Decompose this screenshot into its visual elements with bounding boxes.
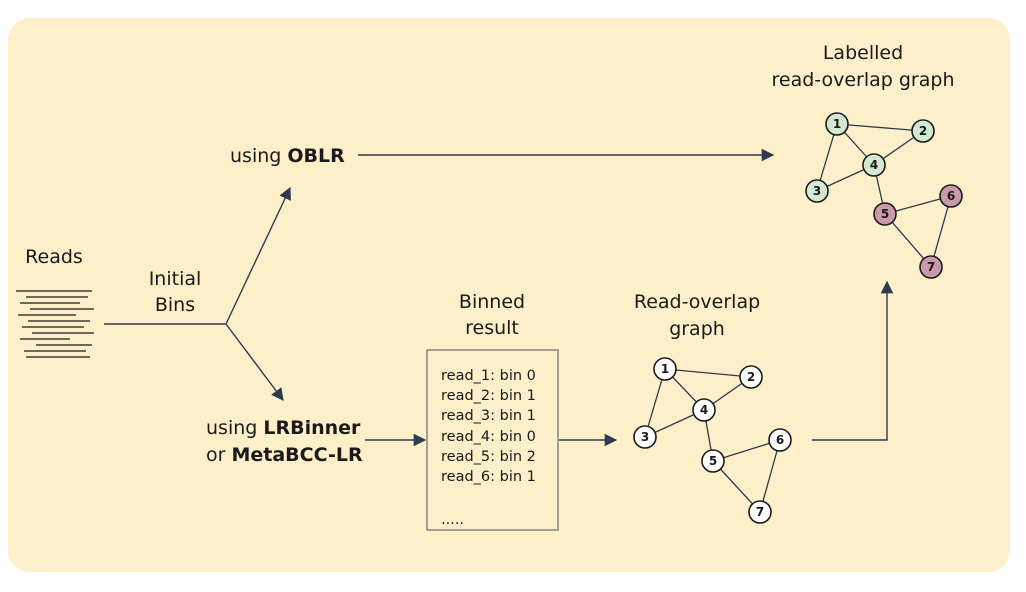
- labelled-node-6: [939, 184, 963, 208]
- labelled-node-4: [862, 153, 886, 177]
- bin-line-6: read_6: bin 1: [441, 469, 536, 485]
- graph-node-2: [739, 365, 763, 389]
- bin-line-1: read_1: bin 0: [441, 368, 536, 384]
- read-overlap-graph: 1 2 3 4 5 6 7: [633, 357, 792, 524]
- binned-result-title-line2: result: [465, 317, 519, 339]
- labelled-node-label: 6: [947, 189, 955, 203]
- binned-result-box: [426, 349, 559, 531]
- labelled-node-label: 1: [833, 117, 841, 131]
- oblr-label: using OBLR: [230, 145, 345, 167]
- graph-node-label: 5: [709, 454, 717, 468]
- labelled-node-label: 3: [813, 184, 821, 198]
- initial-bins-label-line1: Initial: [149, 268, 202, 290]
- graph-node-label: 1: [661, 362, 669, 376]
- graph-node-label: 3: [641, 430, 649, 444]
- bin-ellipsis: .....: [441, 512, 464, 528]
- labelled-read-overlap-graph: 1 2 3 4 5 6 7: [805, 112, 963, 279]
- bin-line-3: read_3: bin 1: [441, 408, 536, 424]
- labelled-node-label: 2: [919, 124, 927, 138]
- graph-node-label: 6: [776, 433, 784, 447]
- branch-connectors: [104, 148, 894, 447]
- graph-node-6: [768, 428, 792, 452]
- metabcc-label: or MetaBCC-LR: [206, 444, 363, 466]
- rog-title-line2: graph: [669, 318, 725, 340]
- reads-stack-icon: [16, 290, 94, 358]
- labelled-node-5: [873, 202, 897, 226]
- graph-node-4: [692, 398, 716, 422]
- labelled-graph-title-line1: Labelled: [823, 42, 903, 64]
- bin-line-5: read_5: bin 2: [441, 449, 536, 465]
- reads-label: Reads: [25, 246, 83, 268]
- labelled-node-7: [919, 255, 943, 279]
- graph-node-1: [653, 357, 677, 381]
- labelled-node-label: 7: [927, 260, 935, 274]
- labelled-node-1: [825, 112, 849, 136]
- graph-node-3: [633, 425, 657, 449]
- labelled-node-3: [805, 179, 829, 203]
- labelled-graph-title-line2: read-overlap graph: [771, 69, 954, 91]
- graph-node-label: 7: [756, 505, 764, 519]
- initial-bins-label-line2: Bins: [155, 294, 195, 316]
- lrbinner-label: using LRBinner: [206, 417, 361, 439]
- graph-node-label: 2: [747, 370, 755, 384]
- bin-line-2: read_2: bin 1: [441, 388, 536, 404]
- labelled-node-label: 5: [881, 207, 889, 221]
- labelled-node-2: [911, 119, 935, 143]
- rog-title-line1: Read-overlap: [634, 291, 760, 313]
- bin-line-4: read_4: bin 0: [441, 429, 536, 445]
- graph-node-7: [748, 500, 772, 524]
- graph-node-label: 4: [700, 403, 708, 417]
- graph-node-5: [701, 449, 725, 473]
- binned-result-title-line1: Binned: [459, 291, 525, 313]
- labelled-node-label: 4: [870, 158, 878, 172]
